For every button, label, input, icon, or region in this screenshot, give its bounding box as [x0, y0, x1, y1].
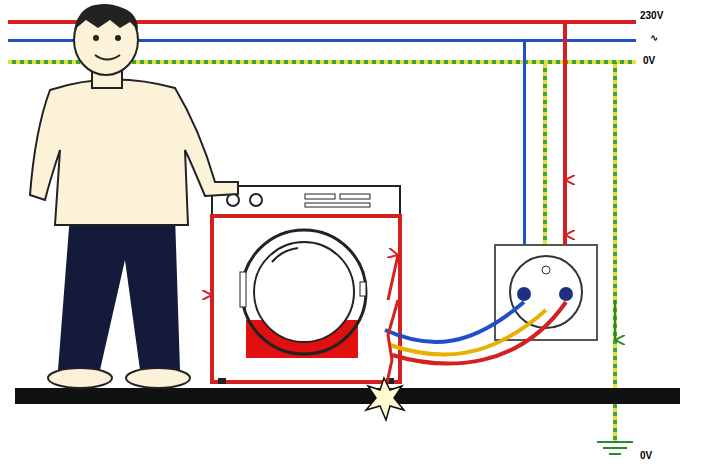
man: [30, 4, 238, 388]
door: [242, 230, 366, 354]
live-cord: [392, 302, 566, 364]
earth-drop: [543, 64, 547, 269]
socket-face: [510, 256, 582, 328]
earth-cord: [390, 310, 546, 355]
machine-body: [212, 216, 400, 382]
current-arrow: [564, 150, 566, 180]
socket-hole: [517, 287, 531, 301]
ground-wire: [613, 62, 617, 442]
voltage-label: 230V: [640, 11, 663, 21]
current-arrow: [564, 210, 566, 235]
floor: [15, 388, 680, 404]
socket-hole: [559, 287, 573, 301]
ground-arrow: [614, 300, 616, 340]
spark: [366, 378, 404, 420]
voltage-label: 0V: [643, 56, 655, 66]
earth-pin: [542, 266, 550, 274]
door-glass: [254, 242, 354, 342]
fault-path: [385, 300, 398, 392]
ground-symbol: [597, 442, 633, 454]
neutral-drop: [523, 42, 526, 272]
ground-voltage-label: 0V: [640, 451, 652, 461]
live-drop: [563, 24, 567, 272]
phase-symbol: ∿: [650, 33, 658, 43]
control-panel: [212, 186, 400, 216]
blue-cord: [385, 302, 524, 342]
